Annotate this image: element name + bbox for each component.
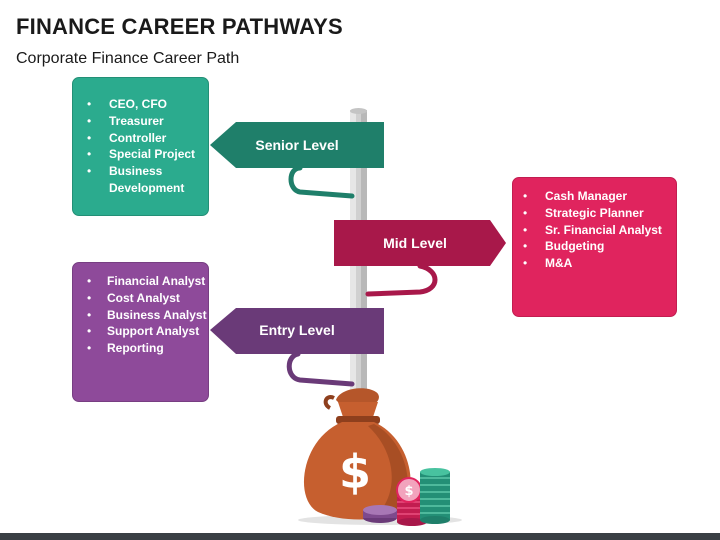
list-item: Sr. Financial Analyst bbox=[513, 222, 676, 239]
page-subtitle: Corporate Finance Career Path bbox=[16, 50, 240, 67]
entry-level-label: Entry Level bbox=[259, 322, 335, 338]
list-item: Cost Analyst bbox=[73, 290, 208, 307]
mid-level-label: Mid Level bbox=[383, 235, 447, 251]
list-item: Special Project bbox=[73, 146, 208, 163]
list-item: Budgeting bbox=[513, 238, 676, 255]
coin-dollar-symbol: $ bbox=[404, 484, 413, 499]
entry-level-roles: Financial Analyst Cost Analyst Business … bbox=[72, 262, 209, 402]
list-item: Business Analyst bbox=[73, 307, 208, 324]
senior-connector bbox=[288, 165, 355, 199]
dollar-symbol: $ bbox=[339, 445, 371, 499]
list-item: Reporting bbox=[73, 340, 208, 357]
list-item: M&A bbox=[513, 255, 676, 272]
senior-level-roles: CEO, CFO Treasurer Controller Special Pr… bbox=[72, 77, 209, 216]
money-bag-icon: $ bbox=[303, 388, 411, 520]
list-item: Business Development bbox=[73, 163, 208, 197]
mid-level-roles: Cash Manager Strategic Planner Sr. Finan… bbox=[512, 177, 677, 317]
coin-stack-icon: $ bbox=[363, 468, 450, 526]
senior-level-sign bbox=[210, 122, 384, 168]
list-item: Cash Manager bbox=[513, 188, 676, 205]
entry-level-sign bbox=[210, 308, 384, 354]
entry-connector bbox=[286, 351, 355, 387]
list-item: CEO, CFO bbox=[73, 96, 208, 113]
list-item: Support Analyst bbox=[73, 323, 208, 340]
list-item: Controller bbox=[73, 130, 208, 147]
mid-level-sign bbox=[334, 220, 506, 266]
list-item: Financial Analyst bbox=[73, 273, 208, 290]
list-item: Treasurer bbox=[73, 113, 208, 130]
mid-connector bbox=[365, 263, 438, 297]
page-title: FINANCE CAREER PATHWAYS bbox=[16, 14, 343, 39]
footer-bar bbox=[0, 533, 720, 540]
list-item: Strategic Planner bbox=[513, 205, 676, 222]
senior-level-label: Senior Level bbox=[255, 137, 339, 153]
